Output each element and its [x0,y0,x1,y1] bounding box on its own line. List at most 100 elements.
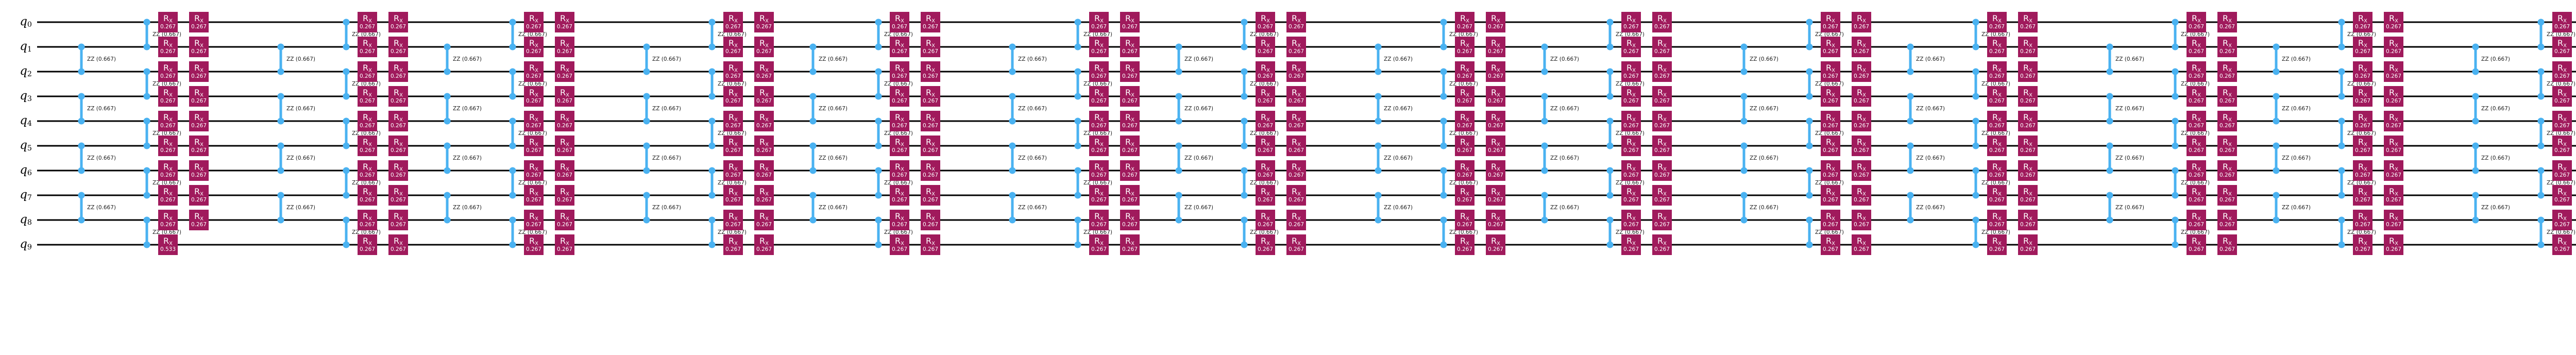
zz-gate-link[interactable] [80,47,83,72]
zz-gate-link[interactable] [1177,47,1180,72]
zz-gate-link[interactable] [2174,72,2177,96]
zz-gate-node[interactable] [2338,192,2345,199]
zz-gate-node[interactable] [1541,167,1548,174]
zz-gate-link[interactable] [145,121,148,146]
zz-gate-node[interactable] [2338,241,2345,248]
zz-gate-node[interactable] [343,167,350,174]
zz-gate-link[interactable] [1243,171,1246,195]
zz-gate-link[interactable] [1442,121,1445,146]
zz-gate-node[interactable] [809,117,817,125]
zz-gate-node[interactable] [1806,241,1813,248]
zz-gate-node[interactable] [1440,167,1447,174]
zz-gate-node[interactable] [2338,19,2345,26]
zz-gate-link[interactable] [279,47,282,72]
zz-gate-link[interactable] [2108,96,2111,121]
zz-gate-link[interactable] [145,171,148,195]
zz-gate-link[interactable] [2539,220,2543,245]
zz-gate-node[interactable] [1009,117,1016,125]
zz-gate-link[interactable] [1974,220,1977,245]
zz-gate-node[interactable] [277,117,284,125]
zz-gate-link[interactable] [1377,96,1380,121]
zz-gate-node[interactable] [1440,142,1447,149]
zz-gate-node[interactable] [2472,43,2479,50]
zz-gate-link[interactable] [2174,121,2177,146]
zz-gate-node[interactable] [1806,68,1813,75]
zz-gate-node[interactable] [2106,43,2113,50]
zz-gate-node[interactable] [509,68,516,75]
zz-gate-link[interactable] [2340,121,2343,146]
zz-gate-node[interactable] [1806,192,1813,199]
zz-gate-node[interactable] [875,167,882,174]
zz-gate-node[interactable] [2172,167,2179,174]
zz-gate-link[interactable] [1442,72,1445,96]
zz-gate-node[interactable] [708,43,716,50]
zz-gate-node[interactable] [2537,43,2545,50]
zz-gate-node[interactable] [1074,117,1081,125]
zz-gate-link[interactable] [710,220,714,245]
zz-gate-node[interactable] [343,142,350,149]
zz-gate-node[interactable] [1375,192,1382,199]
zz-gate-node[interactable] [78,216,85,224]
zz-gate-node[interactable] [1375,142,1382,149]
zz-gate-node[interactable] [78,43,85,50]
zz-gate-node[interactable] [643,43,650,50]
zz-gate-node[interactable] [1440,216,1447,224]
zz-gate-link[interactable] [1909,146,1912,171]
zz-gate-node[interactable] [1074,192,1081,199]
zz-gate-node[interactable] [143,117,150,125]
zz-gate-node[interactable] [343,19,350,26]
zz-gate-link[interactable] [1442,22,1445,47]
zz-gate-node[interactable] [277,43,284,50]
zz-gate-link[interactable] [2539,22,2543,47]
zz-gate-link[interactable] [1808,220,1811,245]
zz-gate-node[interactable] [1241,68,1248,75]
zz-gate-node[interactable] [1009,192,1016,199]
zz-gate-node[interactable] [1074,93,1081,100]
zz-gate-node[interactable] [1440,19,1447,26]
zz-gate-node[interactable] [2172,117,2179,125]
zz-gate-node[interactable] [2537,93,2545,100]
zz-gate-node[interactable] [2106,117,2113,125]
zz-gate-node[interactable] [343,43,350,50]
zz-gate-link[interactable] [1974,121,1977,146]
